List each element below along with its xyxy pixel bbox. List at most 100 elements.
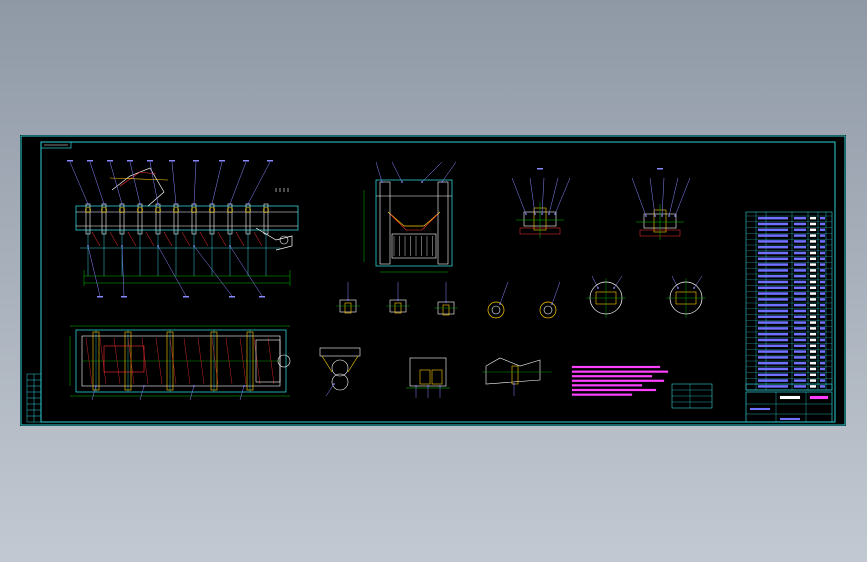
trough-idler xyxy=(387,211,441,227)
plan-frame xyxy=(75,329,287,393)
belt-profile xyxy=(389,213,439,231)
callout-tag xyxy=(219,160,225,162)
parts-entry xyxy=(819,216,826,220)
parts-entry xyxy=(793,385,807,388)
callout-dot xyxy=(87,203,89,205)
idler-roll xyxy=(209,207,215,213)
parts-entry xyxy=(819,356,826,359)
parts-qty xyxy=(809,373,817,377)
callout-dot xyxy=(193,203,195,205)
parts-entry xyxy=(819,228,826,232)
drive-unit xyxy=(255,339,281,383)
callout-leader xyxy=(193,245,233,297)
callout-tag xyxy=(169,160,175,162)
parts-entry xyxy=(757,257,789,261)
bracket-base xyxy=(639,229,681,237)
idler-roll xyxy=(191,207,197,213)
parts-qty xyxy=(809,379,817,382)
parts-entry xyxy=(793,361,807,365)
parts-qty xyxy=(809,361,817,365)
idler-roll xyxy=(245,207,251,213)
callout-dot xyxy=(229,203,231,205)
callout-leader xyxy=(649,177,656,217)
callout-dot xyxy=(229,245,231,247)
parts-qty xyxy=(809,251,817,255)
parts-entry xyxy=(793,222,807,226)
detail-views xyxy=(319,168,706,398)
hidden-brace xyxy=(217,231,227,247)
parts-qty xyxy=(809,332,817,336)
callout-dot xyxy=(668,215,670,217)
callout-dot xyxy=(534,213,536,215)
parts-entry xyxy=(793,240,807,243)
parts-entry xyxy=(757,350,789,353)
chute-liner xyxy=(109,177,169,181)
parts-entry xyxy=(757,361,789,365)
bearing-cap xyxy=(319,347,361,357)
front-elevation xyxy=(67,160,299,298)
hopper-outline xyxy=(103,345,145,373)
parts-entry xyxy=(757,251,789,255)
callout-leader xyxy=(229,245,263,297)
hidden-line xyxy=(141,337,149,385)
parts-qty xyxy=(809,367,817,371)
callout-leader xyxy=(129,161,141,205)
sheet-outer-border xyxy=(20,135,846,426)
parts-qty xyxy=(809,245,817,249)
callout-leader xyxy=(511,177,527,215)
callout-leader xyxy=(149,161,159,205)
parts-entry xyxy=(757,234,789,237)
callout-dot xyxy=(347,299,349,301)
note-line xyxy=(571,393,633,396)
parts-entry xyxy=(819,385,826,388)
callout-leader xyxy=(121,245,125,297)
callout-leader xyxy=(239,385,245,401)
callout-dot xyxy=(654,215,656,217)
parts-entry xyxy=(757,344,789,348)
parts-entry xyxy=(793,292,807,295)
parts-entry xyxy=(819,367,826,371)
title-block-field xyxy=(779,417,801,421)
callout-leader xyxy=(391,161,403,183)
callout-dot xyxy=(175,203,177,205)
parts-entry xyxy=(819,327,826,330)
callout-dot xyxy=(613,287,615,289)
callout-dot xyxy=(421,181,423,183)
hidden-line xyxy=(267,337,275,385)
parts-entry xyxy=(819,373,826,377)
parts-entry xyxy=(793,309,807,313)
callout-leader xyxy=(89,161,105,205)
callout-tag xyxy=(229,296,235,298)
callout-leader xyxy=(193,161,197,205)
idler-roll xyxy=(155,207,161,213)
callout-dot xyxy=(677,287,679,289)
parts-entry xyxy=(757,292,789,295)
rail-frame xyxy=(75,205,299,231)
hidden-brace xyxy=(109,231,119,247)
parts-entry xyxy=(819,245,826,249)
callout-leader xyxy=(441,161,457,183)
title-block xyxy=(745,391,833,423)
parts-qty xyxy=(809,321,817,324)
title-block-frame xyxy=(745,391,833,423)
left-stand xyxy=(379,181,391,265)
parts-entry xyxy=(757,315,789,319)
callout-leader xyxy=(668,177,679,217)
return-idler-box xyxy=(391,233,437,259)
parts-entry xyxy=(793,303,807,307)
callout-dot xyxy=(103,203,105,205)
parts-qty xyxy=(809,269,817,272)
parts-entry xyxy=(757,332,789,336)
parts-entry xyxy=(793,280,807,284)
callout-dot xyxy=(439,385,441,387)
hidden-brace xyxy=(145,231,155,247)
note-line xyxy=(571,388,657,392)
callout-dot xyxy=(427,385,429,387)
callout-leader xyxy=(548,177,559,215)
callout-leader xyxy=(499,281,509,305)
parts-entry xyxy=(793,274,807,278)
callout-leader xyxy=(171,161,177,205)
hidden-line xyxy=(253,337,261,385)
callout-dot xyxy=(441,181,443,183)
